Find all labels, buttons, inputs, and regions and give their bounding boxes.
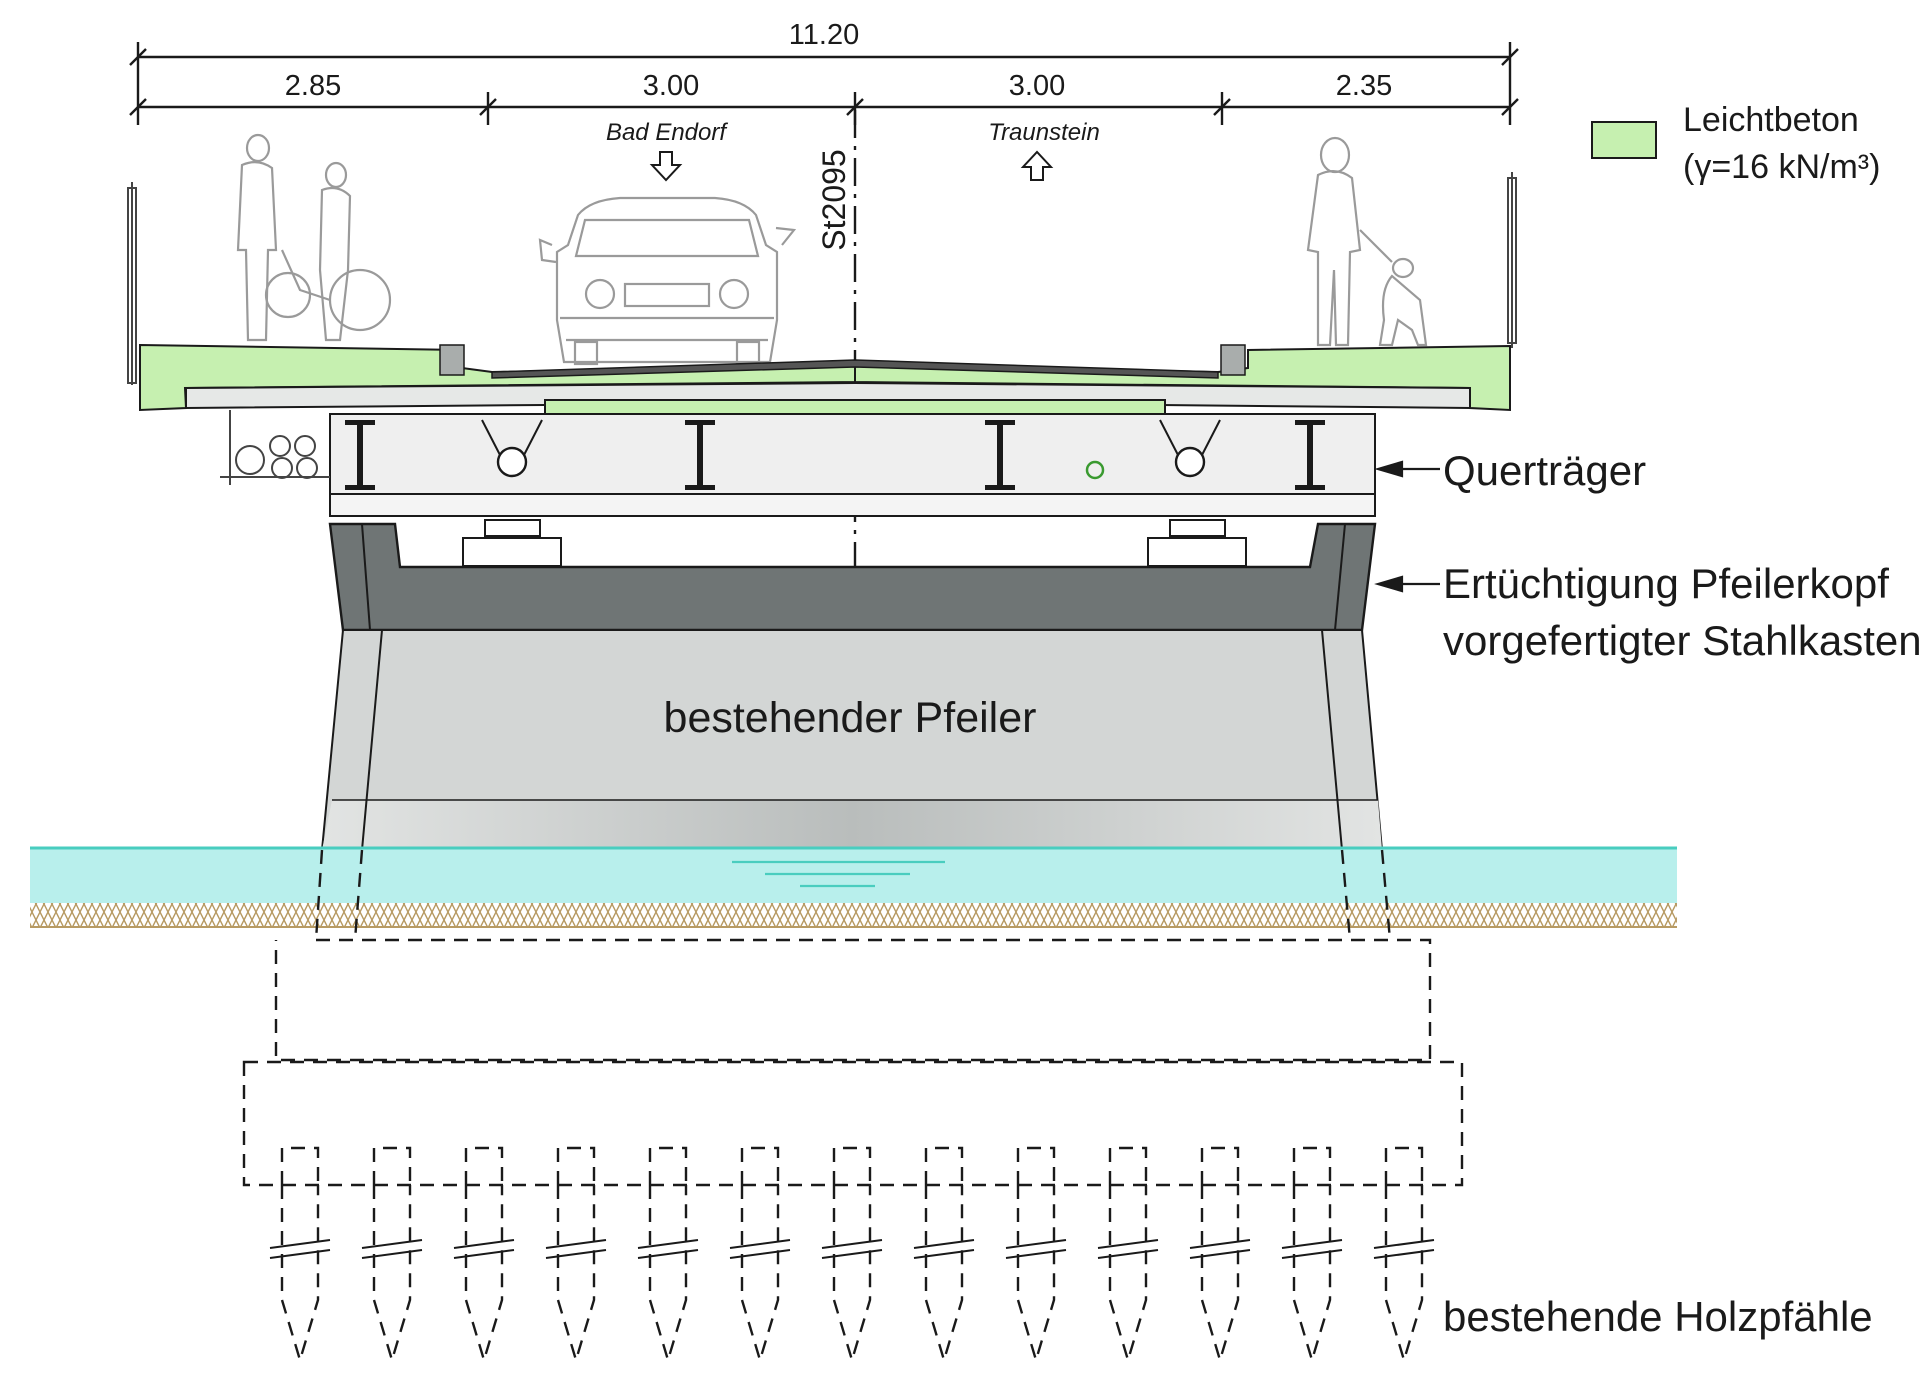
timber-piles: [269, 1146, 1435, 1365]
timber-pile: [1016, 1146, 1056, 1365]
timber-pile: [464, 1146, 504, 1365]
timber-pile: [556, 1146, 596, 1365]
dimension-segment-4: 2.35: [1336, 70, 1392, 102]
timber-pile: [924, 1146, 964, 1365]
pile-break-mark: [453, 1239, 515, 1259]
road-label: St2095: [816, 149, 852, 250]
pile-break-mark: [1005, 1239, 1067, 1259]
pile-break-mark: [269, 1239, 331, 1259]
timber-pile: [1384, 1146, 1424, 1365]
pier-label: bestehender Pfeiler: [664, 694, 1037, 742]
pile-break-mark: [1097, 1239, 1159, 1259]
pile-break-mark: [637, 1239, 699, 1259]
soil: [30, 903, 1677, 927]
timber-pile: [372, 1146, 412, 1365]
water: [30, 848, 1677, 903]
pedestrian-dog-icon: [1306, 136, 1428, 347]
dimension-chain: 11.20 2.85 3.00 3.00 2.35: [129, 19, 1519, 125]
dimension-segment-2: 3.00: [643, 70, 699, 102]
pile-break-mark: [821, 1239, 883, 1259]
label-pfeilerkopf-line1: Ertüchtigung Pfeilerkopf: [1443, 560, 1889, 607]
label-quertraeger: Querträger: [1443, 447, 1646, 494]
pile-break-mark: [1373, 1239, 1435, 1259]
dimension-total: 11.20: [789, 19, 859, 51]
bearings: [462, 519, 1247, 567]
pile-break-mark: [1281, 1239, 1343, 1259]
car-icon: [538, 196, 797, 366]
pile-break-mark: [913, 1239, 975, 1259]
direction-right-label: Traunstein: [988, 119, 1100, 146]
legend-label-line2: (γ=16 kN/m³): [1683, 148, 1880, 186]
label-holzpfaehle: bestehende Holzpfähle: [1443, 1293, 1873, 1340]
water-level-lines: [732, 860, 945, 888]
pile-break-mark: [361, 1239, 423, 1259]
label-pfeilerkopf-line2: vorgefertigter Stahlkasten: [1443, 617, 1920, 664]
utility-pipes: [220, 410, 330, 485]
timber-pile: [1200, 1146, 1240, 1365]
dimension-segment-3: 3.00: [1009, 70, 1065, 102]
timber-pile: [740, 1146, 780, 1365]
direction-left-label: Bad Endorf: [606, 119, 728, 146]
foundation: [242, 849, 1464, 1187]
deck: [139, 343, 1511, 415]
timber-pile: [280, 1146, 320, 1365]
cross-beam: [329, 413, 1376, 517]
dimension-segment-1: 2.85: [285, 70, 341, 102]
deck-right-cantilever: [854, 344, 1511, 412]
legend-label-line1: Leichtbeton: [1683, 101, 1859, 139]
legend-swatch: [1591, 121, 1657, 159]
pedestrian-figures-icon: [236, 133, 392, 342]
railing-right: [1507, 172, 1517, 348]
up-arrow-icon: [1020, 150, 1054, 181]
down-arrow-icon: [649, 151, 683, 182]
timber-pile: [832, 1146, 872, 1365]
timber-pile: [1292, 1146, 1332, 1365]
annotation-leaders: [1374, 460, 1440, 593]
pile-break-mark: [1189, 1239, 1251, 1259]
railing-left: [127, 182, 137, 385]
timber-pile: [648, 1146, 688, 1365]
deck-surfacing: [491, 359, 1219, 379]
timber-pile: [1108, 1146, 1148, 1365]
pile-break-mark: [545, 1239, 607, 1259]
pile-break-mark: [729, 1239, 791, 1259]
